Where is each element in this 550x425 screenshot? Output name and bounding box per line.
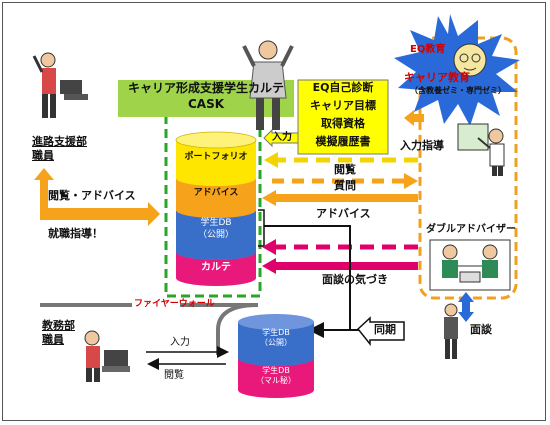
lower-db-connector [216, 303, 259, 355]
interview-student-icon [444, 303, 458, 359]
input-top-label: 入力 [272, 132, 292, 143]
academic-staff-person-icon [84, 330, 130, 382]
left-up-arrow [34, 168, 54, 210]
cask-cylinder [175, 131, 257, 286]
advice-arrow [262, 190, 418, 206]
double-advisor-icon [429, 239, 511, 291]
guidance-arrow [404, 110, 424, 126]
layer-karte-label: カルテ [201, 262, 231, 273]
layer-portfolio-label: ポートフォリオ [184, 152, 248, 162]
interview-awareness-label: 面談の気づき [322, 273, 388, 286]
lower-db-public-sublabel: （公開） [260, 338, 292, 347]
lower-db-secret-label: 学生DB [262, 366, 290, 375]
sync-connector-line [264, 225, 351, 330]
eq-education-label: EQ教育 [410, 44, 446, 55]
firewall-label: ファイヤーウォール [134, 299, 215, 309]
pink-solid-arrow [262, 258, 418, 274]
sync-label: 同期 [374, 323, 396, 336]
teacher-face-icon [453, 43, 487, 77]
career-dept-label: 進路支援部 [32, 135, 87, 148]
cask-header-subtitle: CASK [187, 97, 225, 111]
layer-studentdb-sublabel: （公開） [197, 230, 234, 240]
career-education-label: キャリア教育 [404, 71, 470, 84]
eq-item-mock-resume: 模擬履歴書 [315, 135, 371, 148]
input-bottom-label: 入力 [170, 337, 190, 348]
eq-box [297, 79, 389, 155]
input-guidance-label: 入力指導 [400, 139, 444, 152]
browse-bottom-label: 閲覧 [164, 370, 184, 381]
layer-advice-label: アドバイス [193, 188, 239, 198]
instructor-board-icon [457, 123, 505, 176]
lower-db-secret-sublabel: （マル秘） [256, 376, 296, 385]
lower-db-public-label: 学生DB [262, 328, 290, 337]
eq-item-self-diagnosis: EQ自己診断 [312, 81, 374, 94]
eq-item-qualifications: 取得資格 [321, 117, 365, 130]
layer-studentdb-label: 学生DB [200, 218, 232, 228]
academic-dept-staff-label: 職員 [42, 333, 64, 346]
question-label: 質問 [334, 179, 356, 192]
double-advisor-label: ダブルアドバイザー [426, 224, 516, 235]
academic-dept-label: 教務部 [42, 319, 75, 332]
interview-double-arrow [458, 292, 474, 322]
cask-header-title: キャリア形成支援学生カルテ [127, 81, 284, 95]
job-guidance-label: 就職指導！ [48, 227, 103, 240]
interview-label: 面談 [470, 323, 492, 336]
advice-label: アドバイス [316, 207, 371, 220]
eq-item-career-goal: キャリア目標 [310, 99, 376, 112]
lower-db-cylinder [238, 314, 314, 398]
career-dept-staff-label: 職員 [32, 149, 54, 162]
career-staff-person-icon [32, 52, 88, 118]
browse-advice-label: 閲覧・アドバイス [48, 189, 136, 202]
diagram-frame [2, 2, 546, 421]
left-right-arrow [40, 202, 160, 226]
sync-arrow-box [356, 316, 405, 347]
studentdb-bracket [258, 209, 265, 247]
input-arrow-box [263, 128, 299, 148]
browse-label: 閲覧 [334, 163, 356, 176]
seminar-subtitle-label: （含教養ゼミ・専門ゼミ） [410, 86, 506, 95]
student-person-icon [242, 40, 294, 130]
